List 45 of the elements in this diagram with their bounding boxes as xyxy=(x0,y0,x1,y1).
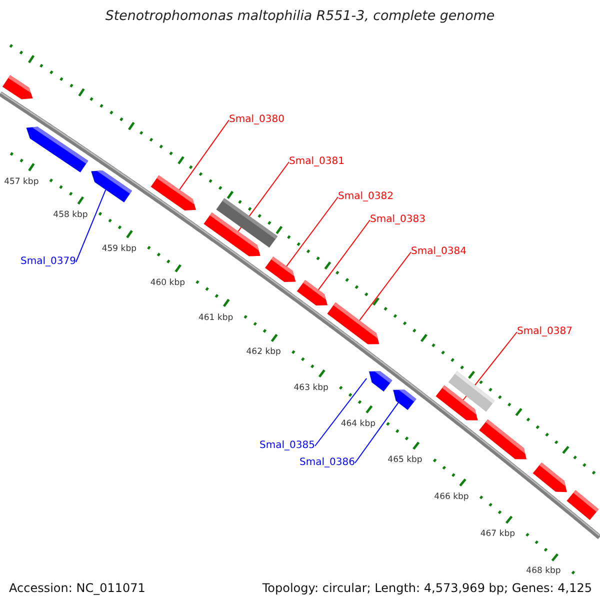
forward-gene xyxy=(296,280,328,306)
gene-label: Smal_0383 xyxy=(370,214,426,226)
tick-label: 464 kbp xyxy=(340,418,376,429)
gene-label: Smal_0381 xyxy=(289,156,344,168)
gene-label: Smal_0385 xyxy=(260,440,315,452)
gene-label: Smal_0387 xyxy=(517,326,572,338)
tick-label: 458 kbp xyxy=(53,210,88,220)
accession-text: Accession: NC_011071 xyxy=(9,580,146,595)
forward-gene xyxy=(479,419,526,460)
forward-gene xyxy=(150,175,196,210)
title: Stenotrophomonas maltophilia R551-3, complete genome xyxy=(105,9,495,26)
gene-label: Smal_0384 xyxy=(411,246,466,258)
forward-gene xyxy=(2,75,33,100)
feature-bar xyxy=(448,371,495,412)
tick-label: 461 kbp xyxy=(198,312,234,323)
tick-label: 463 kbp xyxy=(294,382,328,393)
tick-label: 462 kbp xyxy=(246,347,281,358)
leader-line xyxy=(318,220,370,290)
leader-line xyxy=(286,196,338,267)
forward-gene xyxy=(532,462,567,492)
feature-bar xyxy=(216,198,278,248)
forward-gene xyxy=(566,490,599,520)
gene-label: Smal_0379 xyxy=(20,256,76,268)
reverse-gene xyxy=(393,390,416,410)
tick-label: 466 kbp xyxy=(434,492,469,502)
leader-line xyxy=(314,378,368,446)
tick-label: 467 kbp xyxy=(480,528,515,539)
leader-line xyxy=(359,252,412,321)
genome-summary-text: Topology: circular; Length: 4,573,969 bp; Genes: 4,125 xyxy=(262,580,592,595)
tick-label: 459 kbp xyxy=(102,244,136,254)
reverse-gene xyxy=(369,371,392,392)
leader-line xyxy=(354,402,399,464)
forward-gene xyxy=(265,256,296,282)
gene-label: Smal_0382 xyxy=(338,191,394,203)
forward-gene xyxy=(327,302,380,344)
tick-label: 468 kbp xyxy=(526,566,561,576)
leader-line xyxy=(76,189,106,262)
reverse-gene xyxy=(26,126,88,172)
reverse-gene xyxy=(91,170,132,202)
gene-label: Smal_0380 xyxy=(229,114,284,126)
tick-label: 457 kbp xyxy=(4,177,39,188)
tick-label: 465 kbp xyxy=(388,454,422,465)
gene-label: Smal_0386 xyxy=(300,457,355,469)
leader-line xyxy=(179,120,230,190)
tick-label: 460 kbp xyxy=(150,278,185,288)
